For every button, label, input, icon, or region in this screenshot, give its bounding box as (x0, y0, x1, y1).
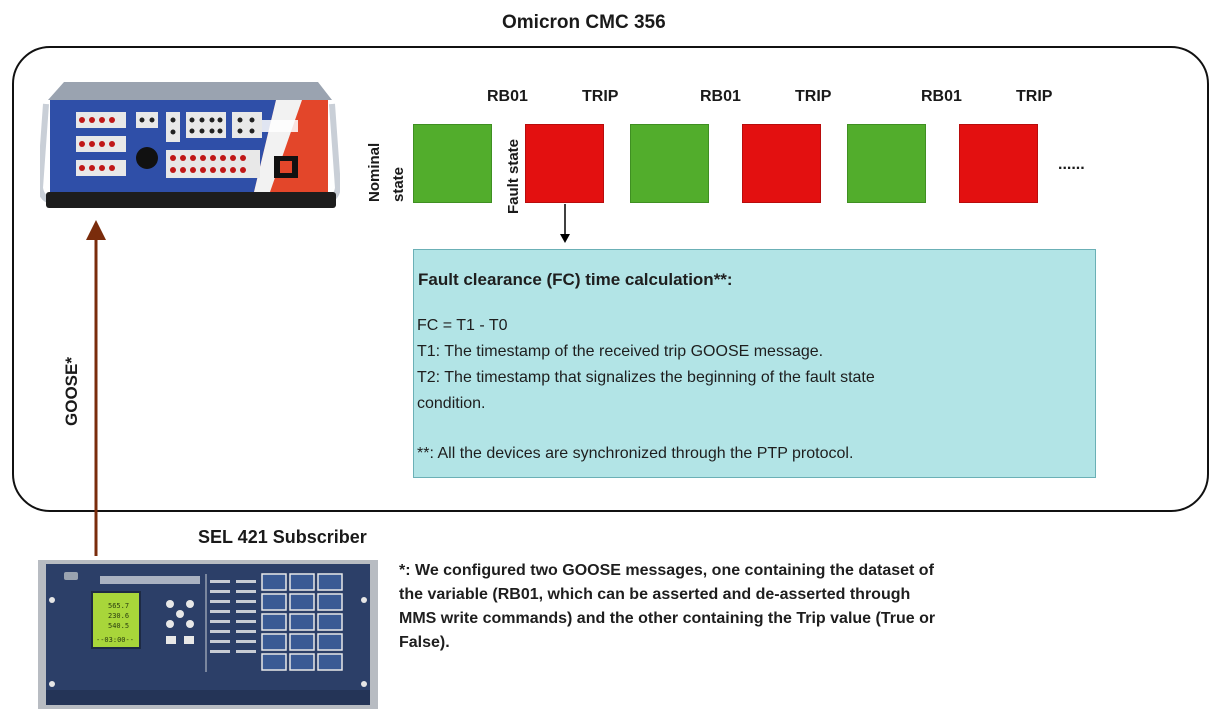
top-label-trip-2: TRIP (795, 88, 832, 105)
fc-t1-definition: T1: The timestamp of the received trip G… (417, 343, 824, 360)
subscriber-label: SEL 421 Subscriber (198, 527, 367, 547)
fault-to-fc-arrowhead (560, 234, 570, 243)
diagram-title: Omicron CMC 356 (502, 12, 666, 33)
goose-note-line-2: the variable (RB01, which can be asserte… (399, 586, 911, 603)
fault-clearance-box: Fault clearance (FC) time calculation**:… (413, 249, 1096, 478)
cmc-system-frame (12, 46, 1209, 512)
top-label-rb01-3: RB01 (921, 88, 962, 105)
continuation-ellipsis: ...... (1058, 156, 1085, 173)
omicron-cmc-356-device-icon (40, 82, 340, 208)
goose-note-line-4: False). (399, 634, 450, 651)
fc-t2-definition-line1: T2: The timestamp that signalizes the be… (417, 369, 875, 386)
state-square-fault-2 (742, 124, 821, 203)
top-label-trip-1: TRIP (582, 88, 619, 105)
sel-screen-line-1: 565.7 (108, 602, 129, 610)
fc-heading: Fault clearance (FC) time calculation**: (418, 270, 733, 289)
state-square-nominal-1 (413, 124, 492, 203)
goose-note-line-3: MMS write commands) and the other contai… (399, 610, 936, 627)
fc-t2-definition-line2: condition. (417, 395, 486, 412)
goose-note-line-1: *: We configured two GOOSE messages, one… (399, 562, 934, 579)
top-label-rb01-2: RB01 (700, 88, 741, 105)
goose-label: GOOSE* (62, 357, 81, 426)
sel-screen-line-2: 230.6 (108, 612, 129, 620)
fc-footnote: **: All the devices are synchronized thr… (417, 445, 854, 462)
state-square-fault-1 (525, 124, 604, 203)
top-label-trip-3: TRIP (1016, 88, 1053, 105)
fc-formula: FC = T1 - T0 (417, 317, 508, 334)
sel-screen-line-3: 540.5 (108, 622, 129, 630)
state-square-nominal-3 (847, 124, 926, 203)
goose-arrowhead (86, 220, 106, 240)
sel-421-relay-icon: 565.7 230.6 540.5 --03:00-- (38, 560, 378, 709)
state-square-fault-3 (959, 124, 1038, 203)
top-label-rb01-1: RB01 (487, 88, 528, 105)
state-square-nominal-2 (630, 124, 709, 203)
sel-screen-line-4: --03:00-- (96, 636, 134, 644)
